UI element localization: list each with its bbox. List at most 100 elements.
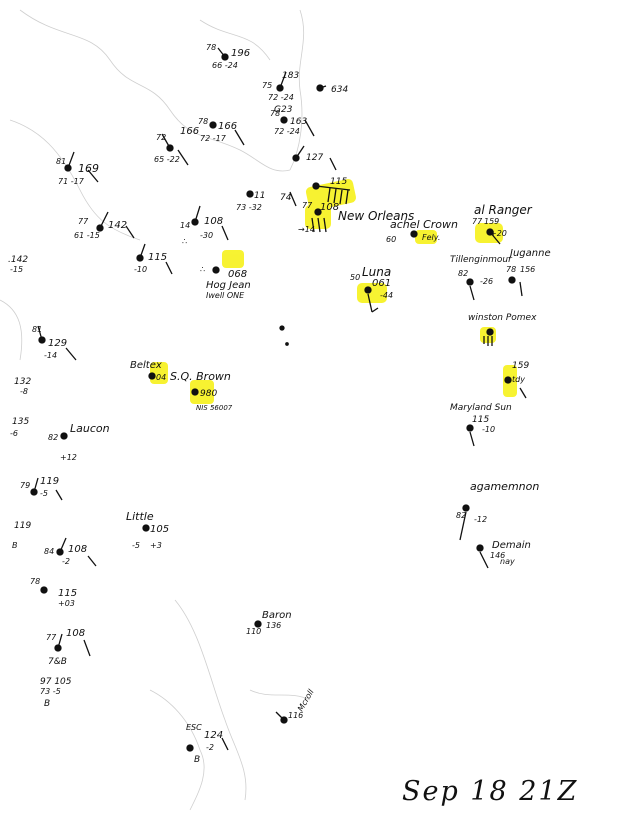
station-s23: Maryland Sun 115 -10: [450, 403, 512, 447]
station-s25: Beltex 04: [130, 360, 166, 382]
svg-text:81: 81: [56, 157, 66, 166]
station-s30: 108 84 -2: [44, 537, 97, 567]
svg-text:.142: .142: [8, 255, 28, 265]
svg-text:Hog Jean: Hog Jean: [206, 280, 251, 291]
svg-text:74: 74: [280, 193, 292, 203]
svg-text:→14: →14: [298, 225, 315, 234]
svg-text:Demain: Demain: [492, 540, 531, 551]
svg-text:-2: -2: [206, 743, 214, 752]
svg-text:Fely.: Fely.: [422, 233, 440, 242]
svg-text:79: 79: [20, 481, 30, 490]
station-s04: 166 72 65 -22: [154, 126, 199, 166]
svg-text:Luna: Luna: [362, 265, 391, 279]
svg-text:105: 105: [150, 524, 169, 535]
svg-text:75: 75: [262, 81, 272, 90]
svg-text:achel Crown: achel Crown: [390, 218, 458, 231]
svg-text:980: 980: [200, 389, 217, 399]
svg-text:166: 166: [218, 121, 237, 132]
svg-text:77: 77: [472, 217, 483, 226]
svg-text:142: 142: [108, 220, 127, 231]
svg-text:-6: -6: [10, 429, 18, 438]
svg-text:B: B: [194, 755, 200, 765]
svg-text:-15: -15: [10, 265, 23, 274]
station-s34: agamemnon 82 -12: [456, 480, 539, 541]
station-s02: 183 75 72 -24 G23: [262, 71, 299, 115]
svg-text:al Ranger: al Ranger: [474, 203, 533, 217]
svg-text:156: 156: [520, 265, 535, 274]
svg-text:77: 77: [78, 217, 89, 226]
svg-text:tdy: tdy: [512, 375, 525, 384]
svg-text:-44: -44: [380, 291, 393, 300]
svg-text:04: 04: [156, 373, 166, 382]
svg-text:77: 77: [302, 201, 313, 210]
map-dot: [279, 325, 285, 331]
station-s17: achel Crown 60 Fely.: [386, 218, 458, 244]
station-s05: 166 78 72 -17: [198, 117, 245, 146]
station-s10: 11 73 -32 74: [236, 190, 297, 212]
svg-text:∴: ∴: [200, 265, 205, 274]
svg-text:634: 634: [331, 85, 348, 95]
svg-text:S.Q. Brown: S.Q. Brown: [170, 370, 231, 383]
svg-text:73 -32: 73 -32: [236, 203, 262, 212]
station-s28: 119 79 -5: [20, 476, 63, 501]
svg-text:-8: -8: [20, 387, 28, 396]
svg-text:New Orleans: New Orleans: [338, 209, 414, 223]
svg-text:108: 108: [204, 216, 223, 227]
svg-text:+3: +3: [150, 541, 162, 550]
svg-text:∴: ∴: [182, 237, 187, 246]
svg-text:60: 60: [386, 235, 396, 244]
station-s19: Tillenginmour 82 -26: [450, 255, 513, 301]
svg-text:159: 159: [512, 361, 529, 371]
svg-text:163: 163: [290, 117, 307, 127]
svg-text:119: 119: [40, 476, 59, 487]
svg-text:65 -22: 65 -22: [154, 155, 180, 164]
svg-text:129: 129: [48, 338, 67, 349]
station-s33: Baron 136 110: [246, 610, 292, 636]
svg-text:73 -5: 73 -5: [40, 687, 61, 696]
svg-text:196: 196: [231, 48, 250, 59]
svg-text:127: 127: [306, 153, 323, 163]
svg-text:winston Pomex: winston Pomex: [468, 313, 537, 323]
svg-text:72 -17: 72 -17: [200, 134, 227, 143]
svg-text:136: 136: [266, 621, 281, 630]
svg-text:061: 061: [372, 278, 391, 289]
svg-text:72 -24: 72 -24: [268, 93, 294, 102]
svg-text:-2: -2: [62, 557, 70, 566]
station-s08: 127: [292, 145, 337, 171]
svg-text:78: 78: [30, 577, 40, 586]
station-s21: winston Pomex: [468, 313, 537, 346]
svg-text:77: 77: [46, 633, 57, 642]
svg-text:11: 11: [254, 191, 265, 201]
map-dot: [285, 342, 289, 346]
svg-text:110: 110: [246, 627, 261, 636]
svg-text:82: 82: [48, 433, 58, 442]
svg-text:169: 169: [78, 162, 99, 175]
svg-text:Little: Little: [126, 510, 154, 523]
svg-text:-5: -5: [40, 489, 48, 498]
svg-text:-12: -12: [474, 515, 487, 524]
svg-text:NIS 56007: NIS 56007: [196, 404, 233, 412]
svg-text:78: 78: [206, 43, 216, 52]
svg-text:nay: nay: [500, 557, 515, 566]
station-s03: 634: [316, 84, 348, 95]
svg-text:116: 116: [288, 711, 303, 720]
svg-text:Laucon: Laucon: [70, 422, 110, 435]
svg-text:Iwell ONE: Iwell ONE: [206, 291, 245, 300]
svg-text:G23: G23: [274, 105, 293, 115]
svg-text:-30: -30: [200, 231, 213, 240]
svg-text:78: 78: [506, 265, 516, 274]
svg-text:82: 82: [456, 511, 466, 520]
svg-text:B: B: [44, 699, 50, 709]
svg-text:108: 108: [66, 628, 85, 639]
svg-text:97 105: 97 105: [40, 677, 72, 687]
svg-text:-10: -10: [134, 265, 147, 274]
station-s15: 068 Hog Jean Iwell ONE ∴: [200, 265, 251, 300]
svg-text:78: 78: [270, 109, 280, 118]
svg-text:agamemnon: agamemnon: [470, 480, 539, 493]
svg-text:108: 108: [320, 202, 339, 213]
svg-text:115: 115: [58, 588, 77, 599]
svg-text:132: 132: [14, 377, 31, 387]
svg-text:124: 124: [204, 730, 223, 741]
station-s20: Juganne 156 78: [506, 248, 551, 297]
